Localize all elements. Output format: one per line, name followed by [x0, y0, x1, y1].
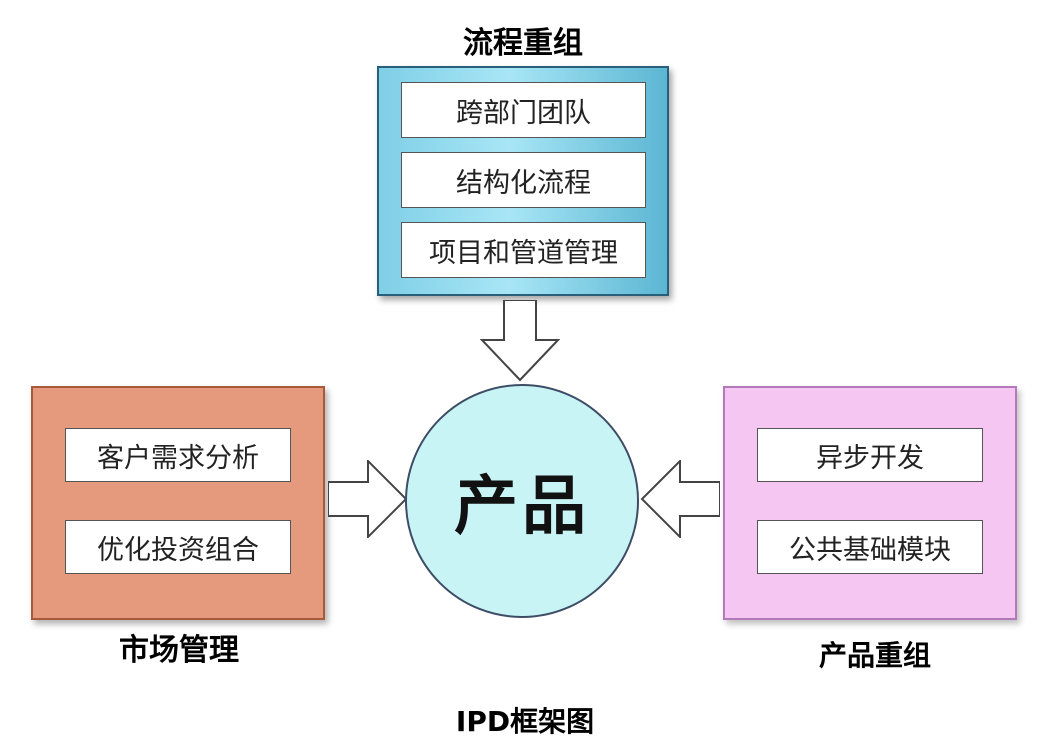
process-group-title: 流程重组	[463, 26, 583, 61]
market-group-title: 市场管理	[119, 633, 239, 668]
diagram-caption: IPD框架图	[455, 705, 595, 738]
product-group-title: 产品重组	[818, 639, 931, 672]
product-center-label: 产品	[454, 470, 590, 544]
right-arrow-icon	[328, 460, 408, 538]
product-item-async-development: 异步开发	[757, 428, 983, 482]
process-item-cross-dept-team: 跨部门团队	[401, 82, 646, 138]
market-item-portfolio-optimization: 优化投资组合	[65, 520, 291, 574]
market-item-customer-needs: 客户需求分析	[65, 428, 291, 482]
process-item-structured-process: 结构化流程	[401, 152, 646, 208]
process-item-project-pipeline-mgmt: 项目和管道管理	[401, 222, 646, 278]
left-arrow-icon	[640, 460, 720, 538]
product-center-circle: 产品	[405, 384, 639, 618]
product-group-box: 异步开发 公共基础模块	[723, 386, 1017, 620]
down-arrow-icon	[480, 300, 560, 382]
product-item-common-base-modules: 公共基础模块	[757, 520, 983, 574]
process-group-box: 跨部门团队 结构化流程 项目和管道管理	[377, 66, 669, 296]
market-group-box: 客户需求分析 优化投资组合	[31, 386, 325, 620]
